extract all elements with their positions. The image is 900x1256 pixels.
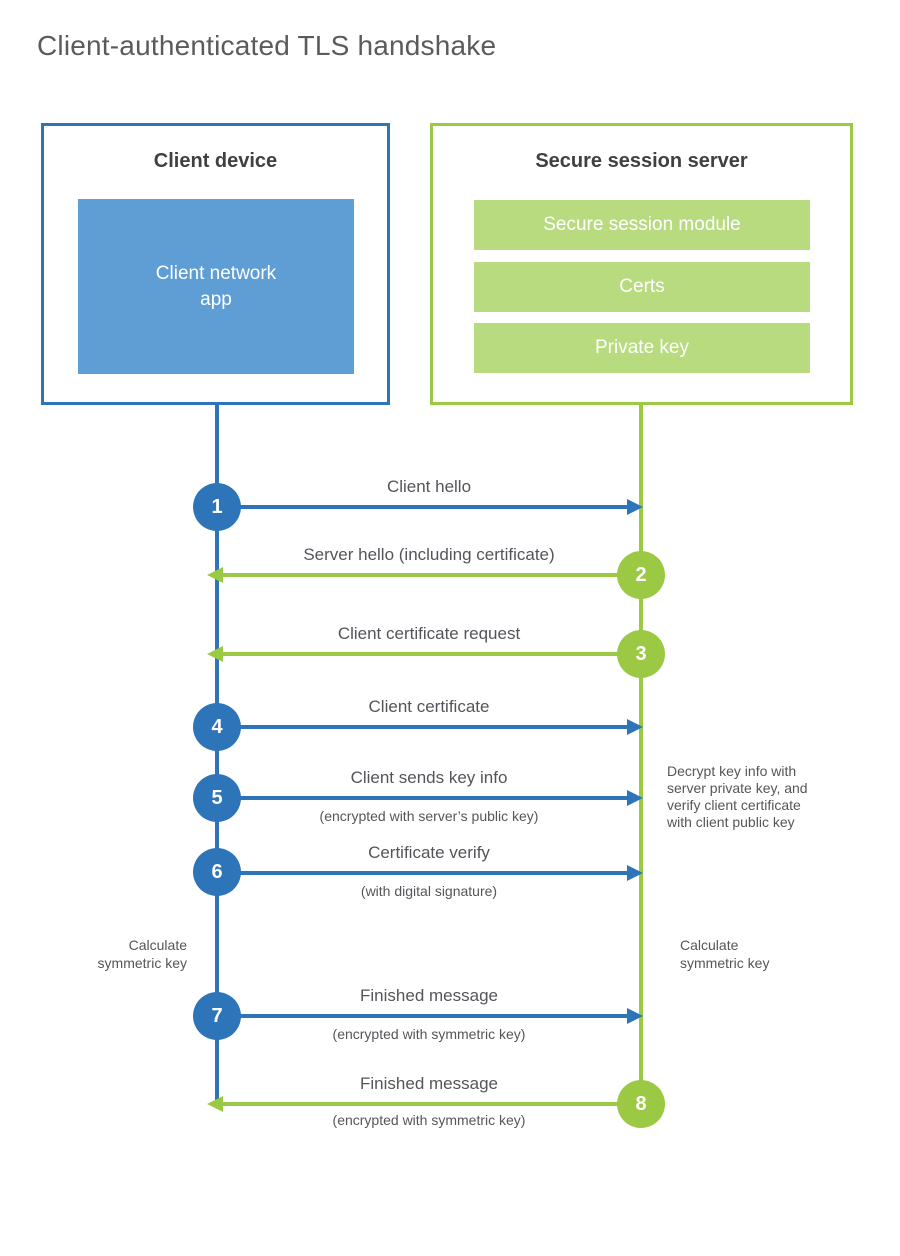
message-label-step-5: Client sends key info bbox=[350, 768, 508, 787]
page-title: Client-authenticated TLS handshake bbox=[37, 30, 497, 61]
message-sublabel-step-5: (encrypted with server’s public key) bbox=[319, 808, 539, 824]
arrow-step-1 bbox=[217, 505, 629, 509]
secure-session-server-box: Secure session server Secure session mod… bbox=[430, 123, 853, 405]
arrowhead-left-icon bbox=[207, 1096, 223, 1112]
step-badge-3: 3 bbox=[617, 630, 665, 678]
message-label-step-8: Finished message bbox=[360, 1074, 498, 1093]
step-badge-4: 4 bbox=[193, 703, 241, 751]
calculate-symmetric-key-note-client: Calculate symmetric key bbox=[97, 937, 187, 971]
message-label-step-4: Client certificate bbox=[368, 697, 490, 716]
client-network-app-box: Client network app bbox=[78, 199, 354, 374]
secure-session-server-title: Secure session server bbox=[535, 150, 748, 172]
arrow-step-4 bbox=[217, 725, 629, 729]
arrow-step-7 bbox=[217, 1014, 629, 1018]
client-lifeline bbox=[215, 402, 219, 1106]
arrowhead-right-icon bbox=[627, 719, 643, 735]
step-badge-7: 7 bbox=[193, 992, 241, 1040]
step-badge-1: 1 bbox=[193, 483, 241, 531]
message-sublabel-step-7: (encrypted with symmetric key) bbox=[332, 1026, 526, 1042]
arrow-step-6 bbox=[217, 871, 629, 875]
message-label-step-6: Certificate verify bbox=[368, 843, 490, 862]
message-sublabel-step-6: (with digital signature) bbox=[360, 883, 498, 899]
arrow-step-5 bbox=[217, 796, 629, 800]
decrypt-key-info-note: Decrypt key info with server private key… bbox=[667, 763, 808, 830]
arrowhead-left-icon bbox=[207, 567, 223, 583]
step-badge-2: 2 bbox=[617, 551, 665, 599]
calculate-symmetric-key-note-server: Calculate symmetric key bbox=[680, 937, 770, 971]
arrow-step-3 bbox=[221, 652, 641, 656]
message-label-step-1: Client hello bbox=[386, 477, 472, 496]
server-lifeline bbox=[639, 402, 643, 1106]
step-badge-6: 6 bbox=[193, 848, 241, 896]
arrow-step-8 bbox=[221, 1102, 641, 1106]
arrow-step-2 bbox=[221, 573, 641, 577]
step-badge-8: 8 bbox=[617, 1080, 665, 1128]
server-module-private-key: Private key bbox=[474, 323, 810, 373]
client-device-box: Client device Client network app bbox=[41, 123, 390, 405]
arrowhead-left-icon bbox=[207, 646, 223, 662]
message-sublabel-step-8: (encrypted with symmetric key) bbox=[332, 1112, 526, 1128]
message-label-step-2: Server hello (including certificate) bbox=[303, 545, 555, 564]
server-module-certs: Certs bbox=[474, 262, 810, 312]
message-label-step-7: Finished message bbox=[360, 986, 498, 1005]
step-badge-5: 5 bbox=[193, 774, 241, 822]
message-label-step-3: Client certificate request bbox=[337, 624, 521, 643]
server-module-secure-session-module: Secure session module bbox=[474, 200, 810, 250]
arrowhead-right-icon bbox=[627, 790, 643, 806]
client-device-title: Client device bbox=[153, 150, 278, 172]
arrowhead-right-icon bbox=[627, 1008, 643, 1024]
arrowhead-right-icon bbox=[627, 499, 643, 515]
arrowhead-right-icon bbox=[627, 865, 643, 881]
